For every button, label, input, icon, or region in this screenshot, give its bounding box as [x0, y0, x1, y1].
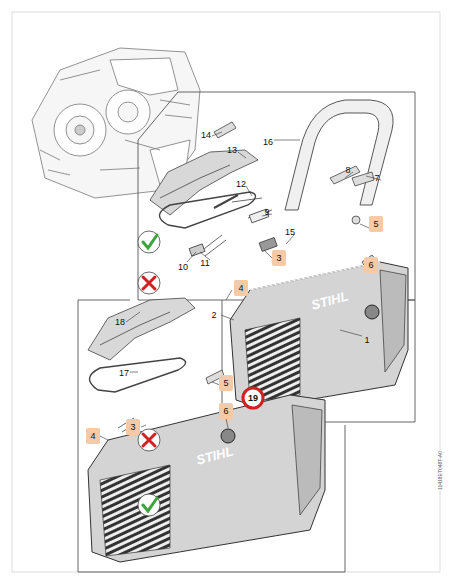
- callout-number: 3: [130, 423, 135, 432]
- callout-number: 16: [263, 138, 273, 147]
- callout-number: 13: [227, 146, 237, 155]
- callout-number: 4: [238, 284, 243, 293]
- callout-number: 9: [264, 208, 269, 217]
- callout-number: 12: [236, 180, 246, 189]
- callout-number: 4: [90, 432, 95, 441]
- callout-number: 2: [211, 311, 216, 320]
- drawing-code: 11418ET048T-A0: [437, 451, 442, 490]
- callout-number: 8: [345, 166, 350, 175]
- callout-number: 19: [248, 394, 258, 403]
- callout-number: 10: [178, 263, 188, 272]
- callout-number: 15: [285, 228, 295, 237]
- callout-number: 1: [364, 336, 369, 345]
- callout-number: 5: [373, 220, 378, 229]
- callout-number: 14: [201, 131, 211, 140]
- callout-number: 11: [200, 259, 209, 268]
- callout-number: 17: [119, 369, 129, 378]
- callout-number: 7: [374, 174, 379, 183]
- callout-number: 18: [115, 318, 125, 327]
- callout-number: 6: [368, 261, 373, 270]
- callout-number: 3: [276, 254, 281, 263]
- callout-number: 5: [223, 379, 228, 388]
- callout-number: 6: [223, 407, 228, 416]
